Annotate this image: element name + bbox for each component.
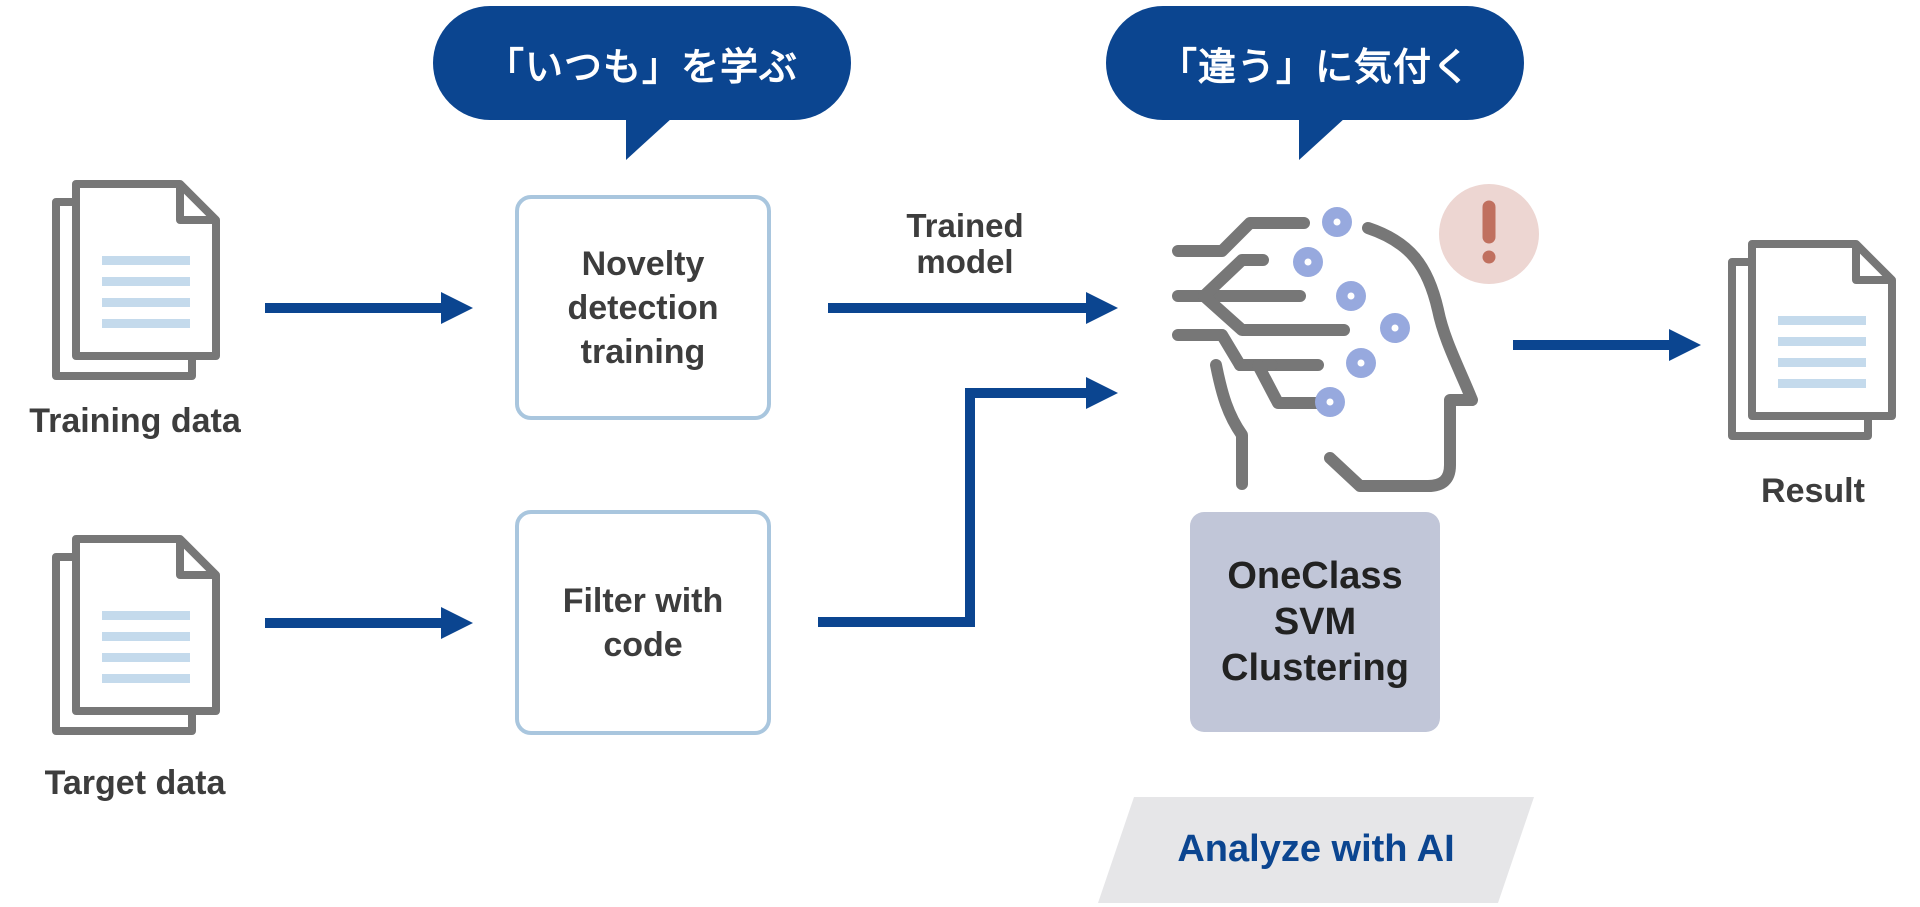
box-line: detection [567, 288, 719, 327]
training-data-label: Training data [29, 402, 241, 440]
ai-method-box: OneClass SVM Clustering [1190, 512, 1440, 732]
trained-model-line: Trained [906, 207, 1024, 244]
result-label: Result [1761, 472, 1865, 510]
notice-bubble-tail [1299, 118, 1345, 160]
filtered-data-arrow [818, 377, 1118, 627]
training-document-stack-icon [52, 180, 220, 380]
method-line: Clustering [1221, 647, 1409, 689]
target-input-arrow [265, 607, 473, 639]
method-line: OneClass [1227, 555, 1403, 597]
box-line: training [580, 332, 706, 371]
box-line: Filter with [562, 581, 724, 620]
method-line: SVM [1273, 601, 1357, 643]
filter-with-code-box: Filter with code [515, 510, 771, 735]
ai-node-dots [1293, 207, 1410, 417]
box-line: code [603, 625, 683, 664]
analyze-banner-background [1098, 797, 1534, 903]
exclamation-alert-icon [1439, 184, 1539, 284]
analyze-with-ai-label: Analyze with AI [1177, 828, 1455, 870]
ai-head-icon [1172, 207, 1478, 492]
novelty-detection-training-box: Novelty detection training [515, 195, 771, 420]
trained-model-line: model [916, 243, 1014, 280]
learn-bubble-tail [626, 118, 672, 160]
learn-normal-text: 「いつも」を学ぶ [485, 44, 798, 89]
trained-model-label: Trained model [880, 208, 1050, 280]
training-input-arrow [265, 292, 473, 324]
target-data-label: Target data [44, 764, 226, 802]
learn-normal-bubble: 「いつも」を学ぶ [433, 6, 851, 120]
result-document-stack-icon [1728, 240, 1896, 440]
result-arrow [1513, 329, 1701, 361]
notice-difference-text: 「違う」に気付く [1158, 44, 1471, 89]
box-line: Novelty [581, 244, 705, 283]
notice-difference-bubble: 「違う」に気付く [1106, 6, 1524, 120]
trained-model-arrow [828, 292, 1118, 324]
target-document-stack-icon [52, 535, 220, 735]
